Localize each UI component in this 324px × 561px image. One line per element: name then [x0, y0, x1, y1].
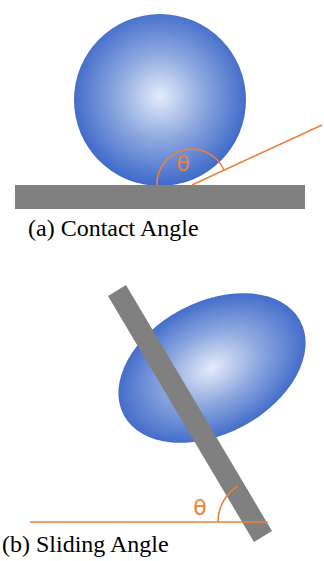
water-drop	[74, 14, 246, 186]
angle-arc	[218, 486, 238, 522]
angle-symbol: θ	[193, 497, 206, 519]
caption-label: (a) Contact Angle	[28, 216, 199, 240]
horizontal-line	[30, 521, 268, 523]
angle-arc	[157, 149, 224, 185]
angle-symbol: θ	[176, 153, 189, 175]
caption-label: (b) Sliding Angle	[2, 532, 169, 556]
tilted-plate	[108, 285, 272, 542]
surface-plate	[15, 185, 305, 209]
